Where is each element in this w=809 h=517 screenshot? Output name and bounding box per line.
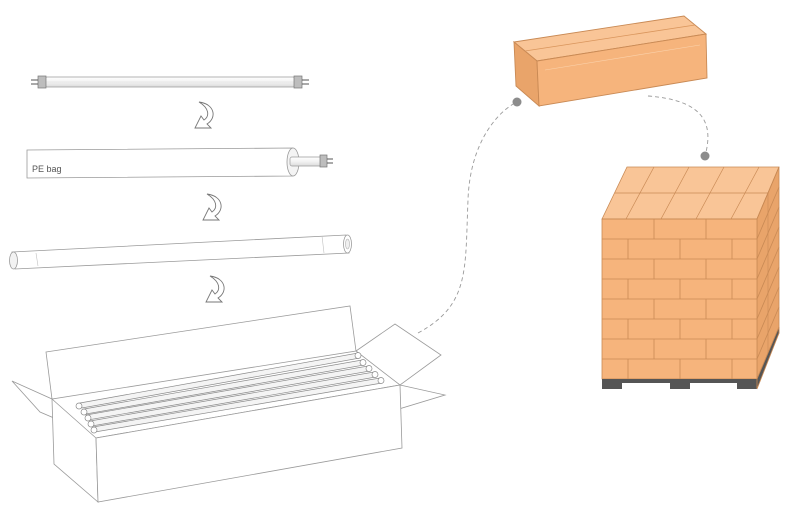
open-carton-icon	[11, 305, 447, 503]
pallet-stack-icon	[601, 166, 780, 390]
pallet-side	[756, 326, 780, 390]
pallet-block	[602, 383, 622, 389]
curved-arrow-icon	[194, 101, 214, 129]
connector-dot	[512, 97, 522, 107]
protective-tube-icon	[9, 234, 352, 270]
led-tube-icon	[31, 75, 309, 89]
sealed-carton-icon	[512, 15, 708, 108]
pe-bag-label: PE bag	[32, 164, 62, 174]
pallet-block	[670, 383, 690, 389]
connector-dot	[700, 151, 710, 161]
pe-bag-icon: PE bag	[26, 147, 333, 179]
pallet-block	[737, 383, 757, 389]
curved-arrow-icon	[202, 193, 222, 221]
pallet-deck	[602, 379, 757, 383]
curved-arrow-icon	[205, 275, 225, 303]
connector-line	[417, 95, 709, 334]
